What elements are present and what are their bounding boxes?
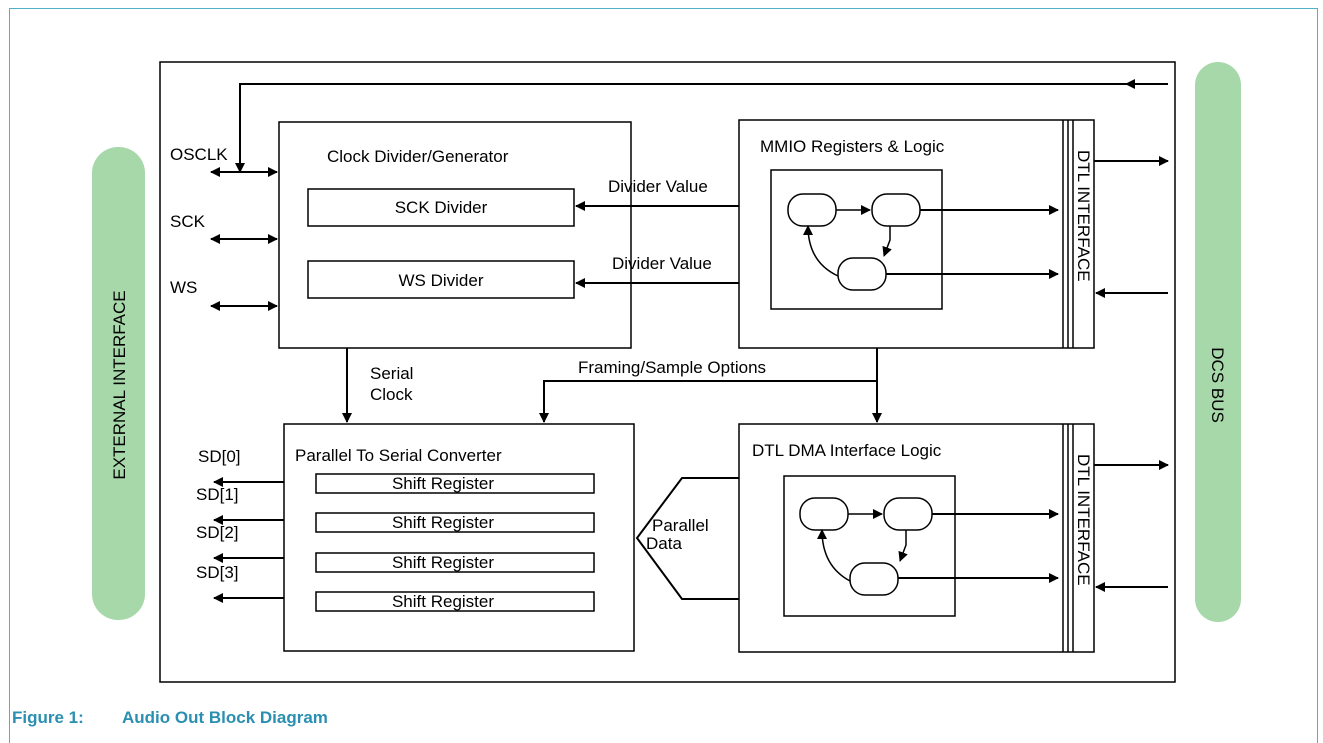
p2s-title: Parallel To Serial Converter bbox=[295, 446, 502, 465]
sck-divider-label: SCK Divider bbox=[395, 198, 488, 217]
figure-frame bbox=[9, 8, 1318, 743]
dtl-interface-label-top: DTL INTERFACE bbox=[1074, 150, 1093, 282]
serial-clock-label-2: Clock bbox=[370, 385, 413, 404]
dcs-bus-bar bbox=[1195, 62, 1241, 622]
shift-register-box bbox=[315, 552, 595, 573]
p2s-block bbox=[283, 423, 635, 652]
dma-title: DTL DMA Interface Logic bbox=[752, 441, 942, 460]
sd-output-label: SD[2] bbox=[196, 523, 239, 542]
divider-value-label-2: Divider Value bbox=[612, 254, 712, 273]
mmio-title: MMIO Registers & Logic bbox=[760, 137, 945, 156]
ws-label: WS bbox=[170, 278, 197, 297]
ws-divider-label: WS Divider bbox=[398, 271, 483, 290]
ws-divider-box bbox=[307, 260, 575, 299]
shift-register-label: Shift Register bbox=[392, 592, 494, 611]
sck-divider-box bbox=[307, 188, 575, 227]
shift-register-box bbox=[315, 473, 595, 494]
shift-register-box bbox=[315, 591, 595, 612]
shift-register-label: Shift Register bbox=[392, 474, 494, 493]
external-interface-bar bbox=[92, 147, 145, 620]
shift-register-label: Shift Register bbox=[392, 553, 494, 572]
outer-block bbox=[159, 61, 1176, 683]
clock-divider-title: Clock Divider/Generator bbox=[327, 147, 509, 166]
dcs-bus-label: DCS BUS bbox=[1208, 347, 1227, 423]
sd-output-label: SD[0] bbox=[198, 447, 241, 466]
parallel-data-label-2: Data bbox=[646, 534, 682, 553]
osclk-label: OSCLK bbox=[170, 145, 228, 164]
framing-options-label: Framing/Sample Options bbox=[578, 358, 766, 377]
external-interface-label: EXTERNAL INTERFACE bbox=[110, 290, 129, 479]
sd-output-label: SD[3] bbox=[196, 563, 239, 582]
sck-label: SCK bbox=[170, 212, 206, 231]
divider-value-label-1: Divider Value bbox=[608, 177, 708, 196]
parallel-data-label-1: Parallel bbox=[652, 516, 709, 535]
serial-clock-label-1: Serial bbox=[370, 364, 413, 383]
sd-output-label: SD[1] bbox=[196, 485, 239, 504]
figure-number: Figure 1: bbox=[12, 708, 84, 727]
dtl-interface-label-bottom: DTL INTERFACE bbox=[1074, 454, 1093, 586]
shift-register-label: Shift Register bbox=[392, 513, 494, 532]
shift-register-box bbox=[315, 512, 595, 533]
clock-divider-block bbox=[278, 121, 632, 349]
figure-title: Audio Out Block Diagram bbox=[122, 708, 328, 727]
figure-caption: Figure 1: Audio Out Block Diagram bbox=[12, 708, 328, 728]
